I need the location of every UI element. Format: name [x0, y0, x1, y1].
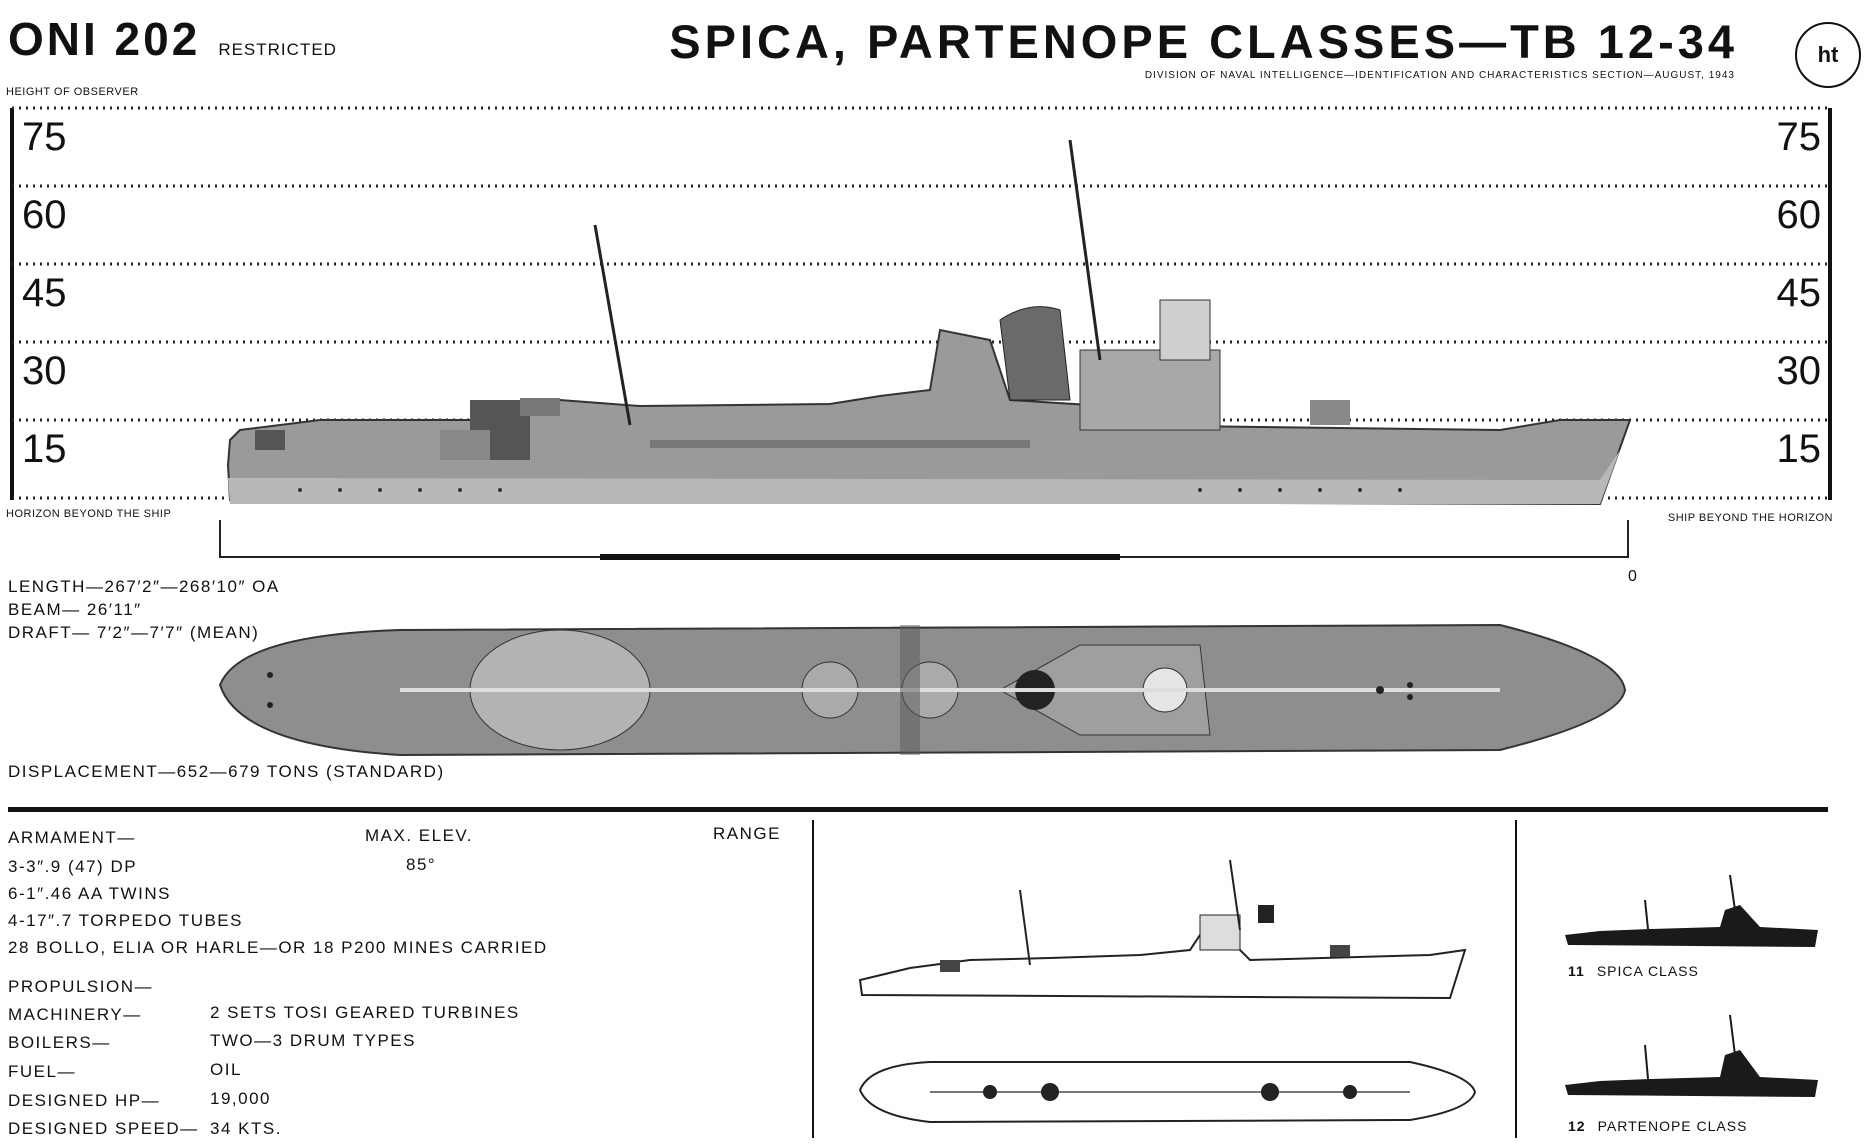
ship-profile-drawing	[226, 139, 1632, 506]
spica-count: 11	[1568, 963, 1585, 979]
height-of-observer-label: HEIGHT OF OBSERVER	[6, 86, 139, 98]
scale-left-60: 60	[22, 193, 67, 237]
boilers-label: BOILERS—	[8, 1033, 111, 1052]
machinery-label: MACHINERY—	[8, 1005, 142, 1024]
divider-left	[812, 820, 814, 1138]
dimensions-block: LENGTH—267′2″—268′10″ OA BEAM— 26′11″ DR…	[8, 575, 280, 644]
class-silhouettes	[1565, 874, 1818, 1097]
ship-plan-view	[218, 623, 1627, 757]
spica-name: SPICA CLASS	[1596, 963, 1699, 979]
partenope-count: 12	[1568, 1118, 1586, 1134]
designed-speed-label: DESIGNED SPEED—	[8, 1119, 199, 1138]
ship-profile-view	[10, 106, 1832, 560]
scale-left-75: 75	[22, 115, 67, 159]
max-elev-header: MAX. ELEV.	[365, 826, 473, 845]
displacement-spec: DISPLACEMENT—652—679 TONS (STANDARD)	[8, 762, 445, 781]
range-header: RANGE	[713, 824, 781, 843]
designed-hp-value: 19,000	[210, 1089, 271, 1108]
armament-item-1-elev: 85°	[406, 855, 437, 874]
scale-right-15: 15	[1776, 427, 1822, 471]
machinery-value: 2 SETS TOSI GEARED TURBINES	[210, 1003, 520, 1022]
length-spec: LENGTH—267′2″—268′10″ OA	[8, 577, 280, 596]
scale-left-30: 30	[22, 349, 67, 393]
small-ship-drawings	[858, 859, 1477, 1124]
class-caption-partenope: 12 PARTENOPE CLASS	[1568, 1118, 1747, 1134]
draft-spec: DRAFT— 7′2″—7′7″ (MEAN)	[8, 623, 260, 642]
scale-right-60: 60	[1776, 193, 1822, 237]
armament-item-1: 3-3″.9 (47) DP	[8, 857, 138, 876]
armament-item-3: 4-17″.7 TORPEDO TUBES	[8, 911, 243, 930]
designed-speed-value: 34 KTS.	[210, 1119, 282, 1138]
oni-logo-icon: ht	[1795, 22, 1861, 88]
doc-id-text: ONI 202	[8, 13, 201, 65]
armament-item-2: 6-1″.46 AA TWINS	[8, 884, 171, 903]
scale-left-15: 15	[22, 427, 67, 471]
horizon-beyond-ship-label: HORIZON BEYOND THE SHIP	[6, 508, 172, 520]
small-plan-drawing	[858, 1061, 1477, 1124]
page-title: SPICA, PARTENOPE CLASSES—TB 12-34	[669, 15, 1738, 68]
spica-class-silhouette	[1565, 874, 1818, 947]
ship-beyond-horizon-label: SHIP BEYOND THE HORIZON	[1667, 512, 1833, 524]
zero-mark: 0	[1628, 568, 1637, 585]
scale-right-75: 75	[1776, 115, 1822, 159]
fuel-label: FUEL—	[8, 1062, 76, 1081]
armament-heading: ARMAMENT—	[8, 828, 136, 847]
fuel-value: OIL	[210, 1060, 242, 1079]
scale-right-45: 45	[1776, 271, 1822, 315]
class-caption-spica: 11 SPICA CLASS	[1568, 963, 1699, 979]
designed-hp-label: DESIGNED HP—	[8, 1091, 161, 1110]
divider-right	[1515, 820, 1517, 1138]
scale-right-30: 30	[1776, 349, 1822, 393]
beam-spec: BEAM— 26′11″	[8, 600, 142, 619]
partenope-class-silhouette	[1565, 1014, 1818, 1097]
scale-left-45: 45	[22, 271, 67, 315]
logo-text: ht	[1817, 42, 1839, 67]
division-caption: DIVISION OF NAVAL INTELLIGENCE—IDENTIFIC…	[1144, 70, 1735, 81]
restriction-label: RESTRICTED	[218, 40, 337, 59]
section-divider	[8, 807, 1828, 812]
armament-item-4: 28 BOLLO, ELIA OR HARLE—OR 18 P200 MINES…	[8, 938, 548, 957]
propulsion-heading: PROPULSION—	[8, 977, 153, 996]
small-profile-drawing	[858, 859, 1467, 1000]
partenope-name: PARTENOPE CLASS	[1597, 1118, 1748, 1134]
boilers-value: TWO—3 DRUM TYPES	[210, 1031, 416, 1050]
